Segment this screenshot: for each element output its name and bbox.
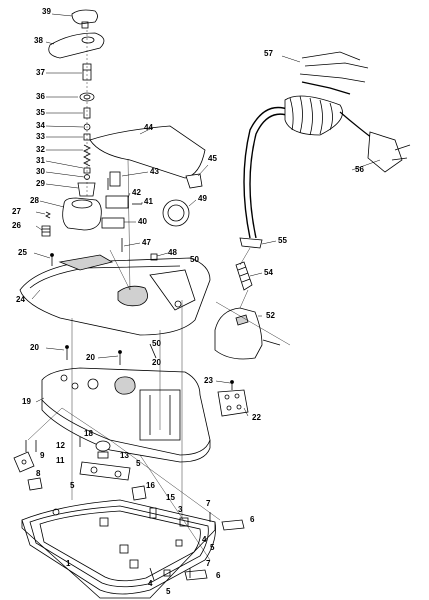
part-label-42: 42 <box>132 188 141 197</box>
part-label-20-left: 20 <box>30 343 39 352</box>
label-pointers <box>31 13 381 417</box>
part-label-7-upper: 7 <box>206 499 211 508</box>
part-label-47: 47 <box>142 238 151 247</box>
internal-parts <box>13 440 245 581</box>
part-label-30: 30 <box>36 167 45 176</box>
part-label-31: 31 <box>36 156 45 165</box>
part-label-4-right: 4 <box>202 535 207 544</box>
part-label-54: 54 <box>264 268 273 277</box>
part-label-23: 23 <box>204 376 213 385</box>
leader-lines <box>27 159 291 561</box>
part-label-20-right: 20 <box>152 358 161 367</box>
soleplate <box>21 499 216 599</box>
part-label-29: 29 <box>36 179 45 188</box>
lower-housing <box>41 367 211 463</box>
part-label-11: 11 <box>56 456 65 465</box>
upper-housing <box>19 254 211 336</box>
part-label-28: 28 <box>30 196 39 205</box>
part-label-39: 39 <box>42 7 51 16</box>
part-label-37: 37 <box>36 68 45 77</box>
part-label-43: 43 <box>150 167 159 176</box>
part-label-56: 56 <box>355 165 364 174</box>
part-label-8: 8 <box>36 469 41 478</box>
screws <box>25 178 234 581</box>
part-label-5-d: 5 <box>166 587 171 596</box>
part-label-33: 33 <box>36 132 45 141</box>
part-label-40: 40 <box>138 217 147 226</box>
part-label-52: 52 <box>266 311 275 320</box>
part-label-19: 19 <box>22 397 31 406</box>
part-label-3: 3 <box>178 505 183 514</box>
part-label-1: 1 <box>66 559 71 568</box>
part-label-6-upper: 6 <box>250 515 255 524</box>
part-label-4-bottom: 4 <box>148 579 153 588</box>
part-label-24: 24 <box>16 295 25 304</box>
part-label-36: 36 <box>36 92 45 101</box>
part-label-49: 49 <box>198 194 207 203</box>
handle-parts <box>89 125 206 261</box>
part-label-57: 57 <box>264 49 273 58</box>
part-label-48: 48 <box>168 248 177 257</box>
part-label-35: 35 <box>36 108 45 117</box>
part-label-18: 18 <box>84 429 93 438</box>
part-label-5-c: 5 <box>210 543 215 552</box>
part-label-5-b: 5 <box>136 459 141 468</box>
part-label-15: 15 <box>166 493 175 502</box>
part-label-44: 44 <box>144 123 153 132</box>
part-label-45: 45 <box>208 154 217 163</box>
part-label-41: 41 <box>144 197 153 206</box>
part-label-5-a: 5 <box>70 481 75 490</box>
part-label-7-lower: 7 <box>206 559 211 568</box>
part-label-12: 12 <box>56 441 65 450</box>
part-label-55: 55 <box>278 236 287 245</box>
part-label-16: 16 <box>146 481 155 490</box>
part-label-20-center: 20 <box>86 353 95 362</box>
part-label-50-upper: 50 <box>190 255 199 264</box>
part-label-13: 13 <box>120 451 129 460</box>
part-label-32: 32 <box>36 145 45 154</box>
part-label-27: 27 <box>12 207 21 216</box>
column-parts <box>41 9 105 237</box>
rear-and-cable-parts <box>214 51 411 417</box>
part-label-34: 34 <box>36 121 45 130</box>
part-label-38: 38 <box>34 36 43 45</box>
part-label-26: 26 <box>12 221 21 230</box>
part-label-22: 22 <box>252 413 261 422</box>
part-label-50-lower: 50 <box>152 339 161 348</box>
part-label-6-lower: 6 <box>216 571 221 580</box>
part-label-25: 25 <box>18 248 27 257</box>
part-label-9: 9 <box>40 451 45 460</box>
